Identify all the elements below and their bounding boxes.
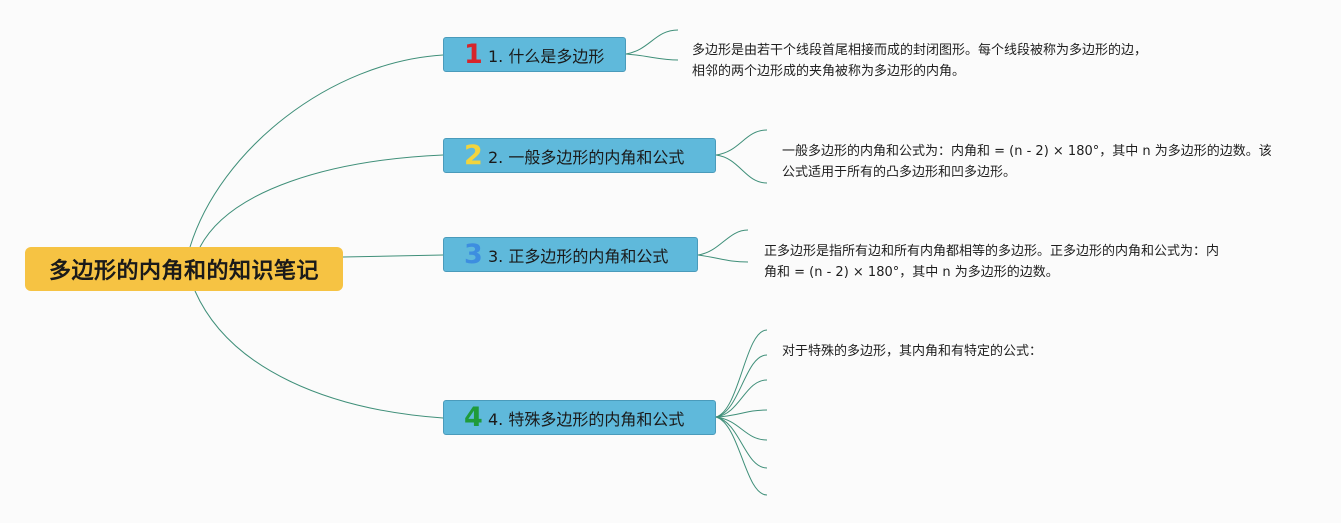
branch-4-label: 4. 特殊多边形的内角和公式 — [488, 409, 685, 429]
connector-branch-4-sub-6 — [715, 416, 768, 469]
branch-3-number-icon: 3 — [464, 239, 483, 270]
connector-branch-1-note — [625, 29, 679, 55]
branch-3-note: 正多边形是指所有边和所有内角都相等的多边形。正多边形的内角和公式为：内 角和 =… — [764, 241, 1219, 283]
branch-2-node[interactable]: 2 2. 一般多边形的内角和公式 — [443, 138, 716, 173]
branch-3-node[interactable]: 3 3. 正多边形的内角和公式 — [443, 237, 698, 272]
root-node[interactable]: 多边形的内角和的知识笔记 — [25, 247, 343, 291]
connector-branch-4-sub-4 — [715, 409, 768, 418]
branch-1-note-line-2: 相邻的两个边形成的夹角被称为多边形的内角。 — [692, 64, 966, 79]
branch-2-note-line-2: 公式适用于所有的凸多边形和凹多边形。 — [782, 165, 1017, 180]
branch-1-label: 1. 什么是多边形 — [488, 46, 605, 66]
branch-4-node[interactable]: 4 4. 特殊多边形的内角和公式 — [443, 400, 716, 435]
branch-1-note-line-1: 多边形是由若干个线段首尾相接而成的封闭图形。每个线段被称为多边形的边， — [692, 43, 1148, 58]
branch-4-note: 对于特殊的多边形，其内角和有特定的公式： — [782, 341, 1042, 362]
root-title: 多边形的内角和的知识笔记 — [48, 259, 319, 284]
connector-branch-2-note-b — [715, 154, 768, 184]
branch-1-node[interactable]: 1 1. 什么是多边形 — [443, 37, 626, 72]
branch-1-note: 多边形是由若干个线段首尾相接而成的封闭图形。每个线段被称为多边形的边， 相邻的两… — [692, 40, 1147, 82]
connector-branch-3-note-b — [697, 254, 749, 263]
branch-2-note-line-1: 一般多边形的内角和公式为：内角和 = (n - 2) × 180°，其中 n 为… — [782, 144, 1272, 159]
connector-root-branch-1 — [189, 54, 444, 248]
connector-root-branch-2 — [199, 154, 444, 248]
connector-branch-4-sub-2 — [715, 354, 768, 418]
connector-branch-4-sub-7 — [715, 416, 768, 496]
connector-branch-2-note — [715, 129, 768, 156]
connector-branch-4-sub-5 — [715, 416, 768, 441]
branch-2-label: 2. 一般多边形的内角和公式 — [488, 147, 685, 167]
branch-1-number-icon: 1 — [464, 39, 483, 70]
connector-root-branch-4 — [194, 290, 444, 419]
branch-3-note-line-1: 正多边形是指所有边和所有内角都相等的多边形。正多边形的内角和公式为：内 — [764, 244, 1220, 259]
connector-branch-4-sub-3 — [715, 379, 768, 418]
branch-2-note: 一般多边形的内角和公式为：内角和 = (n - 2) × 180°，其中 n 为… — [782, 141, 1272, 183]
branch-4-number-icon: 4 — [464, 402, 483, 433]
connector-branch-1-note-b — [625, 53, 679, 61]
branch-4-note-line-1: 对于特殊的多边形，其内角和有特定的公式： — [782, 344, 1043, 359]
connector-branch-4-sub-1 — [715, 329, 768, 418]
connector-branch-3-note — [697, 229, 749, 256]
branch-2-number-icon: 2 — [464, 140, 483, 171]
connector-root-branch-3 — [342, 254, 444, 258]
branch-3-note-line-2: 角和 = (n - 2) × 180°，其中 n 为多边形的边数。 — [764, 265, 1059, 280]
branch-3-label: 3. 正多边形的内角和公式 — [488, 246, 669, 266]
